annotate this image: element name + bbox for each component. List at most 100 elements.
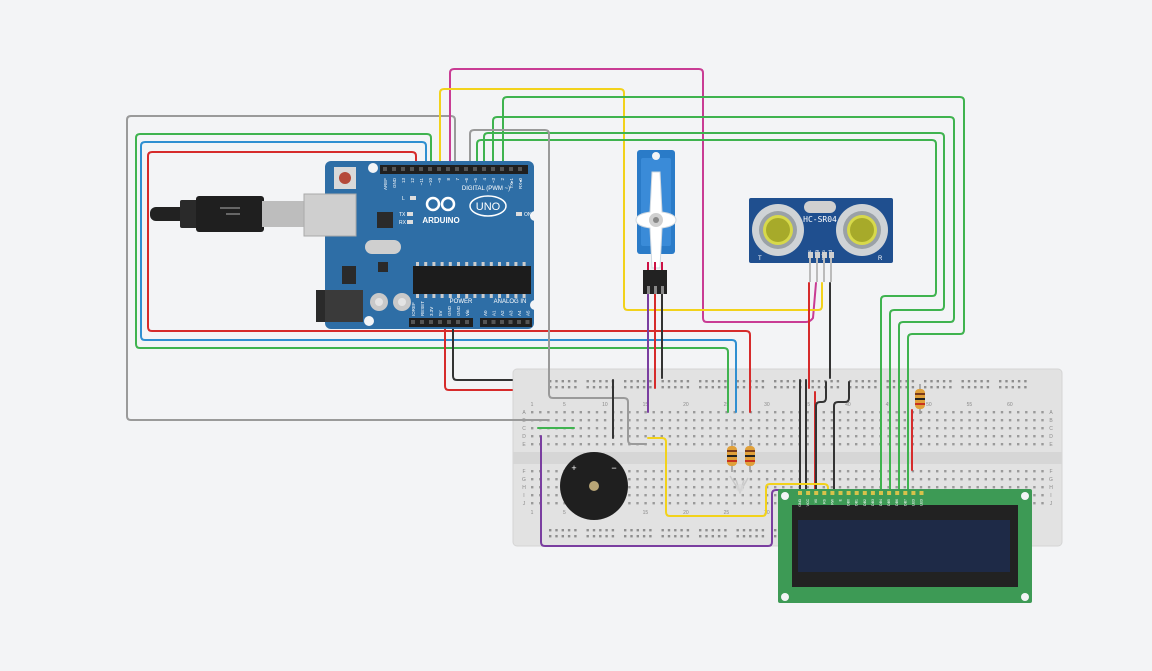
usb-cable <box>150 196 304 232</box>
wire-breadboard-black-3 <box>833 381 850 491</box>
breadboard-row-letter: H <box>522 485 526 491</box>
digital-pin-label: ~9 <box>437 178 442 184</box>
breadboard-column-number: 15 <box>643 510 649 516</box>
power-pin-label: IOREF <box>411 302 416 316</box>
power-pin-label: Vin <box>465 309 470 316</box>
breadboard-column-number: 35 <box>805 402 811 408</box>
sensor-label: HC-SR04 <box>803 215 837 224</box>
wire-breadboard-black-4 <box>815 381 827 491</box>
breadboard-row-letter: C <box>522 426 526 432</box>
wire-yellow-bb <box>647 437 829 517</box>
tx-label: TX <box>399 212 406 218</box>
digital-pin-label: 8 <box>446 178 451 181</box>
wire-gray-left <box>126 115 549 421</box>
digital-pin-label: 7 <box>455 178 460 181</box>
power-pin-label: GND <box>456 305 461 316</box>
wire-yellow-top <box>439 88 823 311</box>
resistor-1[interactable] <box>727 440 737 472</box>
buzzer-minus: − <box>611 463 616 473</box>
breadboard-row-letter: A <box>522 410 526 416</box>
breadboard-column-number: 15 <box>643 402 649 408</box>
digital-pin-label: ~3 <box>491 178 496 184</box>
digital-header-label: DIGITAL (PWM ~) <box>462 186 510 192</box>
piezo-buzzer[interactable]: + − <box>560 452 628 520</box>
breadboard-column-number: 1 <box>531 510 534 516</box>
power-pin-label: 5V <box>438 310 443 316</box>
wire-green-lcd-1 <box>502 96 965 494</box>
resistor-2[interactable] <box>745 440 755 472</box>
lcd-pin-label: DB6 <box>895 499 899 506</box>
sensor-corner-right: R <box>878 256 883 262</box>
power-pin-label: 3.3V <box>429 307 434 316</box>
lcd-pin-label: GND <box>798 499 802 507</box>
breadboard-column-number: 50 <box>926 402 932 408</box>
resistor-3[interactable] <box>915 384 925 414</box>
arduino-logo-icon <box>425 196 456 212</box>
servo-motor[interactable] <box>635 150 677 294</box>
breadboard-row-letter: C <box>1049 426 1053 432</box>
lcd-pin-label: DB1 <box>855 499 859 506</box>
breadboard-column-number: 30 <box>764 510 770 516</box>
wire-green-lcd-4 <box>476 139 937 494</box>
digital-pin-label: RX◂0 <box>518 178 523 190</box>
lcd-pin-label: V0 <box>814 499 818 503</box>
breadboard-column-number: 10 <box>602 402 608 408</box>
arduino-uno[interactable]: UNO ARDUINO DIGITAL (PWM ~) POWER ANALOG… <box>150 161 540 329</box>
breadboard-column-number: 55 <box>967 402 973 408</box>
analog-pin-label: A4 <box>517 310 522 316</box>
sensor-corner-left: T <box>758 256 762 262</box>
analog-pin-label: A2 <box>500 310 505 316</box>
analog-header-label: ANALOG IN <box>494 299 527 305</box>
lcd-pin-label: DB4 <box>879 499 883 506</box>
analog-pin-label: A0 <box>483 310 488 316</box>
buzzer-plus: + <box>571 463 576 473</box>
digital-pin-label: ~5 <box>473 178 478 184</box>
breadboard-row-letter: D <box>1049 434 1053 440</box>
sensor-pins: VccTrigEchoGnd <box>807 249 834 282</box>
rx-label: RX <box>399 220 407 226</box>
l-label: L <box>402 196 405 202</box>
power-header-label: POWER <box>450 299 473 305</box>
breadboard-row-letter: I <box>1050 493 1051 499</box>
ultrasonic-transducer-left <box>752 204 804 256</box>
breadboard-column-number: 60 <box>1007 402 1013 408</box>
wire-green-left <box>135 133 729 413</box>
digital-pin-label: ~11 <box>419 178 424 186</box>
wire-black-gnd <box>452 321 513 381</box>
digital-pin-label: 4 <box>482 178 487 181</box>
breadboard-row-letter: E <box>1049 442 1053 448</box>
rgb-led[interactable] <box>729 475 749 495</box>
wire-gray-right <box>469 129 647 445</box>
analog-pin-label: A1 <box>492 310 497 316</box>
digital-pin-label: GND <box>392 177 397 188</box>
lcd-pin-label: DB0 <box>847 499 851 506</box>
ultrasonic-transducer-right <box>836 204 888 256</box>
lcd-pin-label: DB3 <box>871 499 875 506</box>
digital-pin-label: AREF <box>383 178 388 190</box>
breadboard-row-letter: F <box>1049 469 1052 475</box>
breadboard-column-number: 1 <box>531 402 534 408</box>
lcd-pin-label: RS <box>822 498 826 504</box>
lcd-pin-label: DB7 <box>903 499 907 506</box>
breadboard-column-number: 30 <box>764 402 770 408</box>
power-pin-label: GND <box>447 305 452 316</box>
breadboard-row-letter: G <box>1049 477 1053 483</box>
breadboard-column-number: 40 <box>845 402 851 408</box>
lcd-pin-label: RW <box>830 498 834 504</box>
lcd-pin-label: DB2 <box>863 499 867 506</box>
hc-sr04-sensor[interactable]: HC-SR04 T R VccTrigEchoGnd <box>749 198 893 282</box>
breadboard-row-letter: J <box>523 501 526 507</box>
breadboard-row-letter: I <box>523 493 524 499</box>
breadboard-column-number: 25 <box>724 510 730 516</box>
wire-green-lcd-2 <box>492 116 955 494</box>
digital-pin-label: TX▸1 <box>509 178 514 189</box>
breadboard-column-number: 5 <box>563 402 566 408</box>
breadboard-row-letter: A <box>1049 410 1053 416</box>
